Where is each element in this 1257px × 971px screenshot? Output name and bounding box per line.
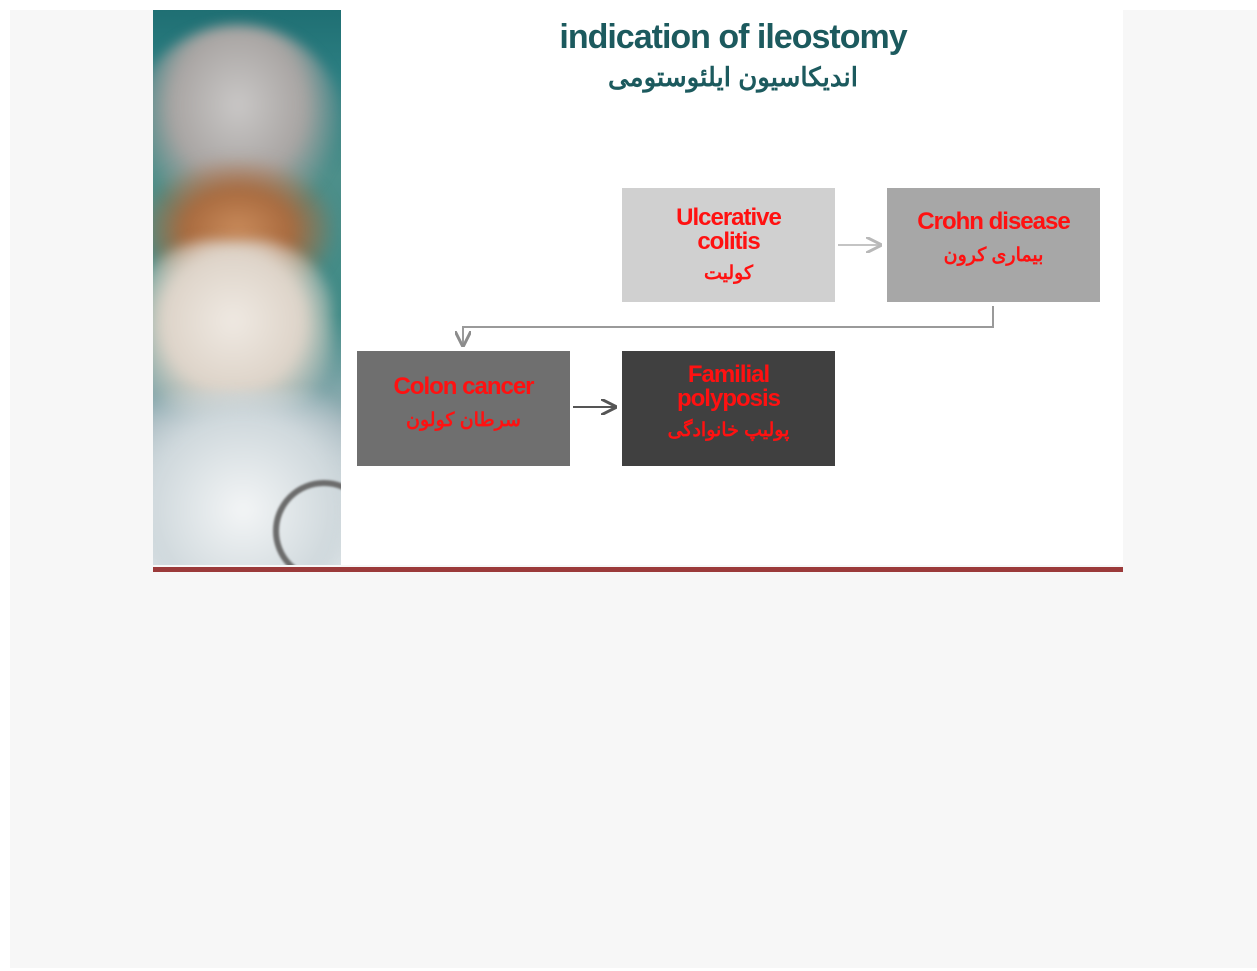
slide-title: indication of ileostomy: [559, 18, 907, 56]
colon-cancer-label: Colon cancer: [393, 373, 534, 400]
box-familial-polyposis: Familial polyposis پولیپ خانوادگی: [622, 351, 835, 466]
ulcerative-colitis-persian: کولیت: [703, 262, 754, 284]
familial-polyposis-label: Familial polyposis: [676, 361, 781, 412]
crohn-disease-label: Crohn disease: [917, 208, 1070, 235]
colon-cancer-persian: سرطان کولون: [406, 410, 521, 431]
arrow-crohn-to-colon: [463, 306, 994, 345]
flow-connectors: [153, 10, 994, 565]
slide-title-persian: اندیکاسیون ایلئوستومی: [607, 62, 858, 92]
box-colon-cancer: Colon cancer سرطان کولون: [357, 351, 570, 466]
box-ulcerative-colitis: Ulcerative colitis کولیت: [622, 188, 835, 302]
surgeon-photo: [153, 10, 341, 565]
slide: indication of ileostomy اندیکاسیون ایلئو…: [153, 10, 1123, 565]
crohn-disease-persian: بیماری کرون: [943, 245, 1044, 266]
slide-bottom-rule: [153, 567, 1123, 572]
ulcerative-colitis-label: Ulcerative colitis: [676, 203, 782, 255]
familial-polyposis-persian: پولیپ خانوادگی: [667, 420, 790, 441]
box-crohn-disease: Crohn disease بیماری کرون: [887, 188, 1100, 302]
